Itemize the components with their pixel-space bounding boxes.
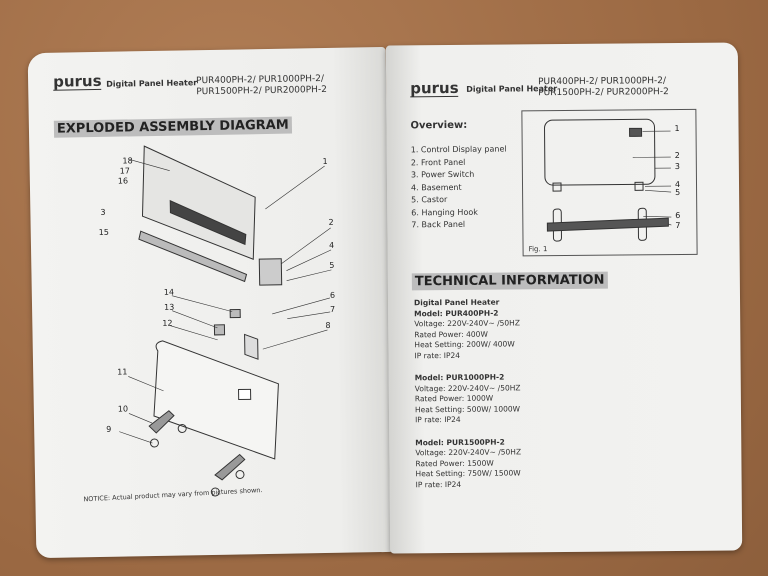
right-page: purus Digital Panel Heater PUR400PH-2/ P… bbox=[385, 42, 743, 554]
part-label: 8 bbox=[325, 320, 331, 331]
overview-list: 1. Control Display panel 2. Front Panel … bbox=[411, 143, 508, 231]
part-label: 7 bbox=[330, 304, 336, 314]
overview-item: 1. Control Display panel bbox=[410, 144, 507, 155]
spec-block: Model: PUR1000PH-2 Voltage: 220V-240V~ /… bbox=[415, 372, 521, 425]
vent-grille bbox=[169, 199, 247, 246]
front-panel-part bbox=[153, 340, 279, 460]
fig-label: 1 bbox=[674, 123, 680, 134]
spec-heat: Heat Setting: 500W/ 1000W bbox=[414, 403, 521, 414]
spec-voltage: Voltage: 220V-240V~ /50HZ bbox=[414, 318, 520, 329]
part-label: 4 bbox=[328, 240, 335, 250]
fig-caption: Fig. 1 bbox=[528, 245, 548, 254]
overview-item: 7. Back Panel bbox=[411, 219, 466, 230]
overview-item: 6. Hanging Hook bbox=[411, 207, 478, 217]
overview-item: 2. Front Panel bbox=[410, 157, 466, 167]
spec-heat: Heat Setting: 750W/ 1500W bbox=[415, 468, 521, 479]
part-label: 18 bbox=[122, 156, 133, 166]
tech-specs: Digital Panel Heater Model: PUR400PH-2 V… bbox=[414, 297, 521, 490]
part-label: 16 bbox=[117, 176, 129, 186]
overview-item: 4. Basement bbox=[410, 182, 462, 192]
part-label: 2 bbox=[328, 217, 334, 227]
caster-part bbox=[148, 410, 175, 434]
brand-logo: purus bbox=[410, 78, 459, 98]
part-label: 15 bbox=[98, 227, 110, 237]
part-label: 14 bbox=[163, 287, 175, 297]
part-label: 11 bbox=[117, 367, 128, 377]
power-switch-part bbox=[258, 258, 283, 286]
model-list: PUR400PH-2/ PUR1000PH-2/PUR1500PH-2/ PUR… bbox=[538, 76, 669, 99]
figure-box: 1 2 3 4 5 6 7 Fig. 1 bbox=[521, 108, 698, 257]
part-label: 6 bbox=[329, 290, 336, 300]
left-page: purus Digital Panel Heater PUR400PH-2/ P… bbox=[27, 46, 395, 559]
part-label: 5 bbox=[329, 260, 335, 270]
spec-heat: Heat Setting: 200W/ 400W bbox=[414, 339, 515, 350]
spec-ip: IP rate: IP24 bbox=[415, 479, 462, 489]
spec-ip: IP rate: IP24 bbox=[415, 414, 461, 425]
fig-label: 2 bbox=[674, 150, 680, 161]
part-label: 10 bbox=[117, 404, 129, 414]
overview-title: Overview: bbox=[410, 119, 468, 132]
part-label: 12 bbox=[162, 318, 173, 328]
overview-item: 5. Castor bbox=[411, 195, 448, 205]
spec-voltage: Voltage: 220V-240V~ /50HZ bbox=[414, 382, 521, 393]
spec-block: Model: PUR1500PH-2 Voltage: 220V-240V~ /… bbox=[415, 437, 521, 490]
exploded-diagram bbox=[119, 145, 332, 497]
spec-block: Model: PUR400PH-2 Voltage: 220V-240V~ /5… bbox=[414, 308, 520, 361]
part-label: 17 bbox=[119, 166, 130, 176]
fig-label: 3 bbox=[674, 161, 680, 172]
tech-title: TECHNICAL INFORMATION bbox=[411, 271, 608, 291]
heater-figure bbox=[544, 118, 672, 242]
fig-label: 7 bbox=[675, 220, 681, 231]
overview-item: 3. Power Switch bbox=[410, 169, 475, 180]
part-label: 1 bbox=[322, 156, 328, 167]
part-label: 3 bbox=[100, 207, 106, 217]
models-line-2: PUR1500PH-2/ PUR2000PH-2 bbox=[538, 87, 669, 99]
spec-ip: IP rate: IP24 bbox=[414, 350, 461, 360]
rail-part bbox=[138, 230, 248, 283]
part-label: 13 bbox=[163, 302, 175, 312]
fig-label: 5 bbox=[675, 187, 681, 198]
part-label: 9 bbox=[106, 424, 112, 434]
spec-voltage: Voltage: 220V-240V~ /50HZ bbox=[415, 447, 522, 458]
fig-label: 6 bbox=[675, 210, 681, 221]
